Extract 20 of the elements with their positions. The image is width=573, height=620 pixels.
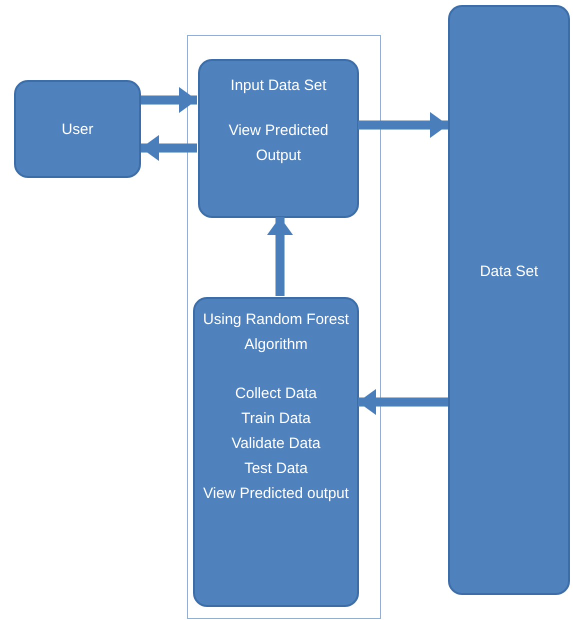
- group-frame: [187, 35, 381, 619]
- list-item-text: Collect Data: [234, 384, 318, 404]
- list-item-text: View Predicted output: [202, 484, 350, 504]
- node-label: Input Data Set: [230, 76, 328, 96]
- arrow: [141, 87, 197, 113]
- data-store-box: [448, 5, 570, 595]
- node-label: View Predicted Output: [228, 121, 330, 166]
- list-item-text: Train Data: [240, 409, 312, 429]
- process-box: [14, 80, 141, 178]
- node-label: User: [60, 120, 94, 140]
- arrow: [267, 217, 293, 296]
- list-item-text: Validate Data: [230, 434, 322, 454]
- process-box: [198, 59, 359, 218]
- list-item-text: Test Data: [243, 459, 309, 479]
- arrow: [141, 135, 197, 161]
- arrow: [358, 389, 448, 415]
- node-label: Using Random Forest Algorithm: [202, 310, 350, 355]
- node-label: Data Set: [478, 262, 540, 282]
- process-box: [193, 297, 359, 607]
- arrow: [358, 112, 448, 138]
